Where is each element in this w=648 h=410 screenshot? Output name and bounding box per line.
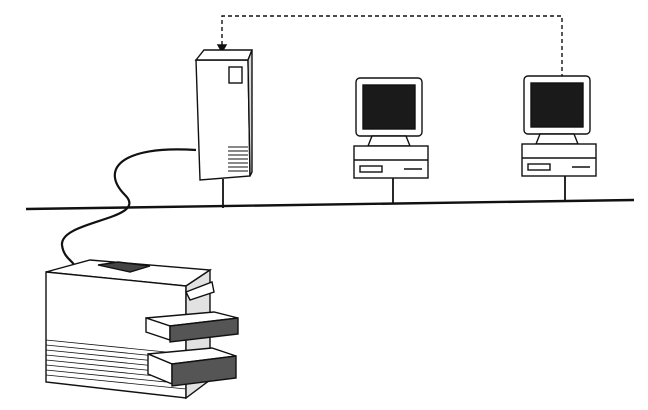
dashed-return-arrow bbox=[221, 15, 563, 78]
arrow-head-icon bbox=[216, 44, 228, 54]
laser-printer-icon bbox=[45, 259, 239, 400]
workstation-1-icon bbox=[353, 77, 429, 203]
network-bus-line bbox=[25, 198, 635, 211]
server-tower-icon bbox=[194, 49, 254, 208]
workstation-2-icon bbox=[521, 75, 597, 201]
printer-cable bbox=[60, 148, 197, 271]
